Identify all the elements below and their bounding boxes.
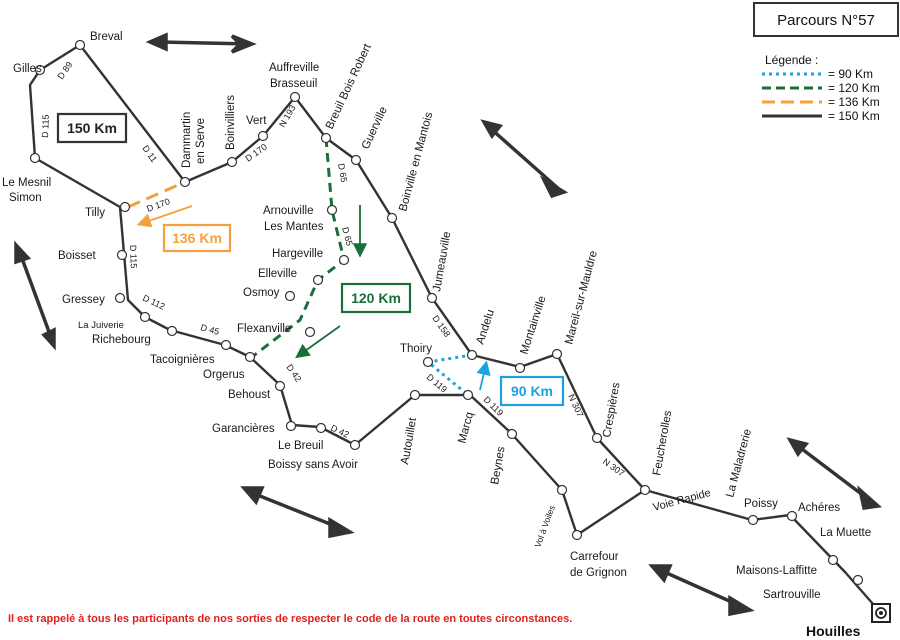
road-label: D 119 [425, 372, 449, 395]
route-136km [127, 180, 193, 228]
town-label: Thoiry [400, 343, 432, 355]
road-label: Voie Rapide [652, 487, 712, 514]
arrow-icon [145, 32, 257, 54]
town-label: Andelu [474, 308, 496, 346]
road-label: D 45 [199, 322, 220, 337]
town-label: Boinville en Mantois [397, 111, 435, 213]
town-label-houilles: Houilles [806, 623, 861, 639]
town-label: Gressey [62, 294, 105, 306]
legend-item-label: = 90 Km [828, 67, 873, 81]
town-labels: Breval Gilles Le Mesnil Simon Tilly Bois… [2, 31, 871, 601]
arrow-icon [648, 564, 755, 617]
town-label: La Muette [820, 527, 871, 539]
town-label: La Maladrerie [724, 428, 754, 499]
route-150km [28, 43, 881, 613]
town-label: Flexanville [237, 323, 291, 335]
town-label: Elleville [258, 268, 297, 280]
road-label: D 89 [55, 60, 74, 81]
legend-item-label: = 120 Km [828, 81, 880, 95]
road-label: D 65 [336, 163, 349, 183]
town-label: Osmoy [243, 287, 280, 299]
route-120km [251, 137, 368, 359]
arrow-icon [480, 119, 569, 199]
safety-notice: Il est rappelé à tous les participants d… [8, 613, 572, 625]
town-label: Le Mesnil [2, 177, 51, 189]
target-icon [871, 603, 891, 623]
town-label: Marcq [456, 411, 476, 445]
legend-item-label: = 136 Km [828, 95, 880, 109]
town-label: Boinvilliers [225, 95, 237, 150]
town-label: Poissy [744, 498, 778, 510]
town-label: Carrefour [570, 551, 619, 563]
distance-box-90: 90 Km [499, 375, 565, 407]
arrow-icon [786, 437, 882, 510]
town-label: en Serve [195, 118, 207, 164]
town-label: Crespières [601, 381, 623, 438]
road-label: D 112 [141, 293, 166, 312]
endpoint-houilles: Houilles [806, 603, 891, 639]
road-label: D 11 [140, 143, 159, 164]
town-label: Auffreville [269, 62, 319, 74]
town-label: Beynes [489, 445, 508, 485]
town-label: Arnouville [263, 205, 314, 217]
direction-arrows [14, 32, 882, 617]
road-label: N 307 [601, 456, 626, 478]
town-label: Maisons-Laffitte [736, 565, 817, 577]
town-label: Guerville [360, 105, 390, 151]
road-label: D 115 [128, 245, 139, 269]
town-label: Vert [246, 115, 267, 127]
arrow-icon [14, 240, 56, 351]
legend-heading: Légende : [765, 53, 818, 67]
distance-label-120: 120 Km [351, 290, 401, 306]
distance-box-120: 120 Km [340, 282, 412, 314]
distance-label-150: 150 Km [67, 120, 117, 136]
town-label: Brasseuil [270, 78, 317, 90]
town-label: Boissy sans Avoir [268, 459, 358, 471]
town-label: Tilly [85, 207, 105, 219]
road-label: Vol à Voiles [532, 504, 556, 549]
town-label: Tacoignières [150, 354, 215, 366]
town-label: Montainville [518, 294, 548, 355]
town-label: La Juiverie [78, 320, 124, 331]
road-label: D 158 [430, 313, 452, 338]
town-label: Sartrouville [763, 589, 821, 601]
town-label: Dammartin [181, 112, 193, 168]
town-label: Hargeville [272, 248, 323, 260]
road-label: D 42 [284, 362, 303, 383]
town-label: Jumeauville [431, 231, 453, 293]
town-label: Behoust [228, 389, 271, 401]
legend: Légende : = 90 Km= 120 Km= 136 Km= 150 K… [762, 53, 880, 123]
town-label: Boisset [58, 250, 97, 262]
distance-label-90: 90 Km [511, 383, 553, 399]
town-label: Les Mantes [264, 221, 324, 233]
road-label: D 65 [340, 226, 355, 247]
town-label: Autouillet [399, 416, 419, 465]
town-label: Breval [90, 31, 123, 43]
town-label: Breuil Bois Robert [324, 41, 374, 131]
arrow-icon [240, 486, 355, 539]
town-label: Garancières [212, 423, 275, 435]
town-label: Simon [9, 192, 42, 204]
road-label: D 170 [243, 142, 268, 164]
road-label: D 115 [40, 114, 51, 138]
legend-item-label: = 150 Km [828, 109, 880, 123]
page-title: Parcours N°57 [777, 12, 875, 29]
town-label: Le Breuil [278, 440, 323, 452]
town-label: Feucherolles [651, 409, 674, 476]
town-label: Richebourg [92, 334, 151, 346]
legend-items: = 90 Km= 120 Km= 136 Km= 150 Km [762, 67, 880, 123]
town-label: Gilles [13, 63, 42, 75]
distance-box-136: 136 Km [162, 223, 232, 253]
town-label: Mareil-sur-Mauldre [563, 249, 600, 345]
waypoints [29, 39, 864, 586]
title-box: Parcours N°57 [753, 2, 899, 37]
town-label: de Grignon [570, 567, 627, 579]
town-label: Orgerus [203, 369, 245, 381]
distance-label-136: 136 Km [172, 230, 222, 246]
town-label: Achéres [798, 502, 840, 514]
distance-box-150: 150 Km [56, 112, 128, 144]
